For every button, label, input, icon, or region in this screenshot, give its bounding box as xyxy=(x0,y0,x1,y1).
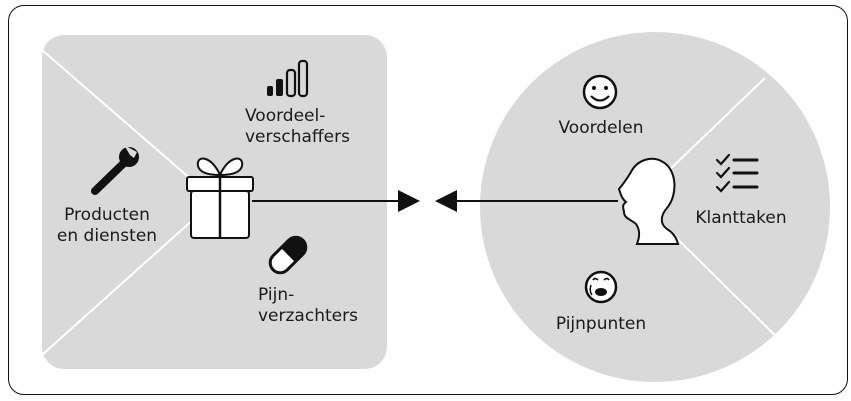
smiley-icon xyxy=(582,74,618,110)
signal-bars-icon xyxy=(267,59,309,98)
pill-icon xyxy=(268,235,308,275)
gain-creators-label: Voordeel- verschaffers xyxy=(245,106,350,148)
head-silhouette-icon xyxy=(617,157,680,245)
crying-face-icon xyxy=(584,270,618,304)
pain-relievers-text: Pijn- verzachters xyxy=(258,285,358,326)
diagram-frame xyxy=(8,5,848,395)
gains-label: Voordelen xyxy=(555,118,647,139)
gift-icon xyxy=(186,157,254,239)
checklist-icon xyxy=(715,153,759,193)
gain-creators-text: Voordeel- verschaffers xyxy=(245,106,350,147)
products-text: Producten en diensten xyxy=(56,205,158,246)
value-map-divider xyxy=(41,49,216,201)
products-label: Producten en diensten xyxy=(52,205,162,247)
connector-left xyxy=(252,190,420,212)
jobs-text: Klanttaken xyxy=(695,208,787,228)
connector-right xyxy=(435,190,618,212)
pain-relievers-label: Pijn- verzachters xyxy=(258,285,358,327)
pains-label: Pijnpunten xyxy=(555,314,647,335)
gains-text: Voordelen xyxy=(558,118,644,138)
value-map-divider xyxy=(41,199,216,356)
pains-text: Pijnpunten xyxy=(555,314,647,334)
jobs-label: Klanttaken xyxy=(690,208,792,229)
wrench-icon xyxy=(91,145,139,195)
